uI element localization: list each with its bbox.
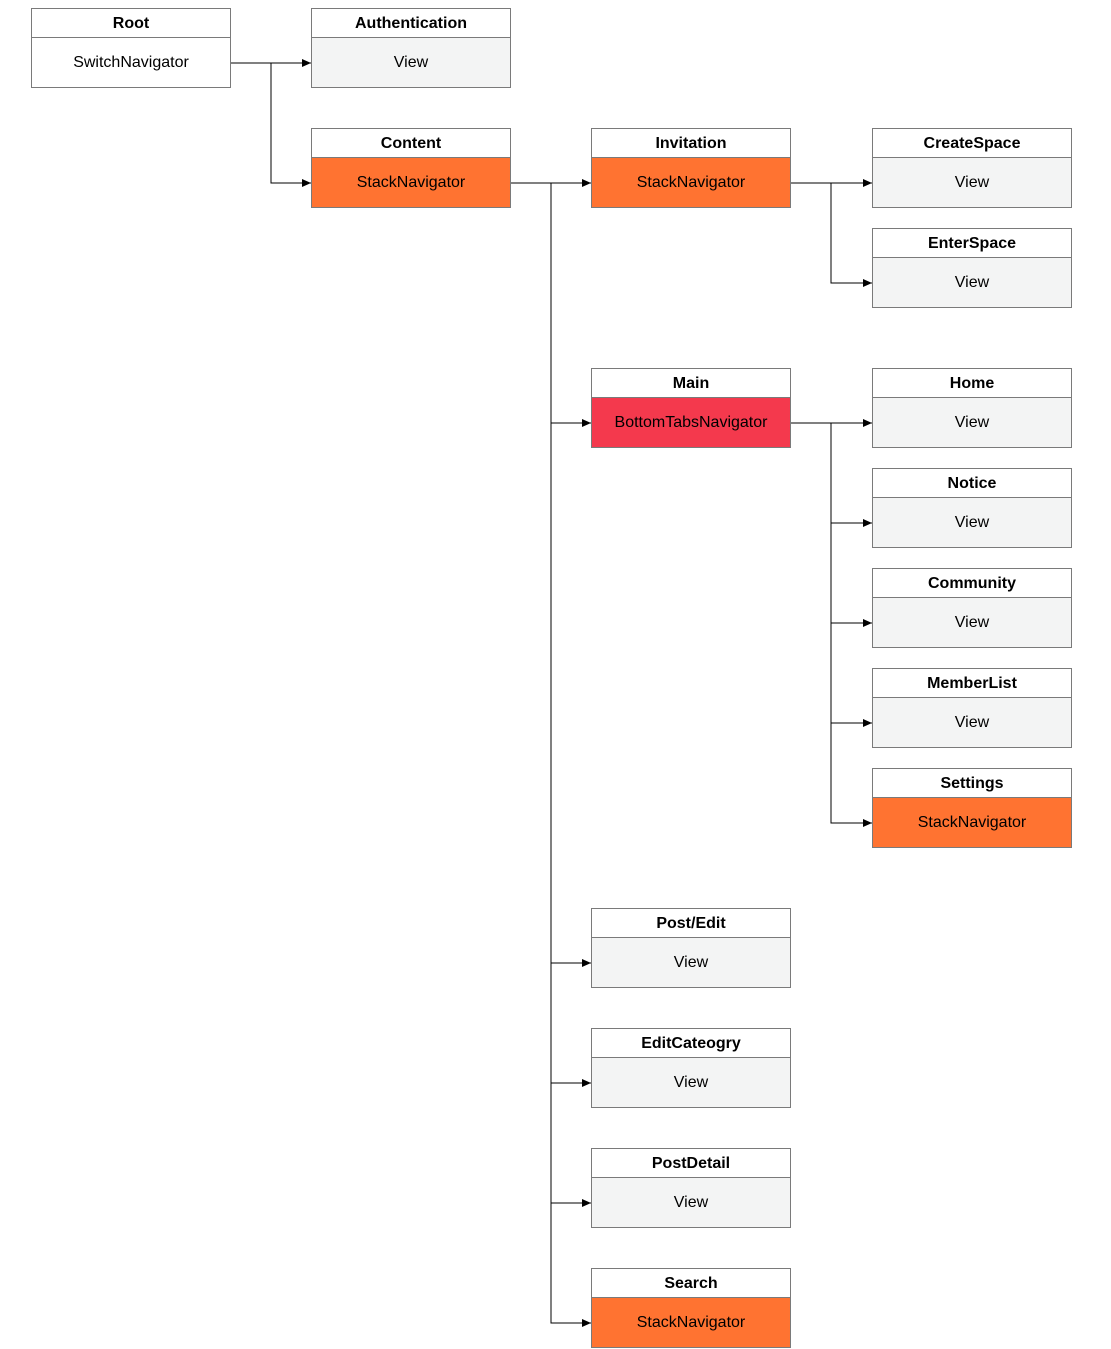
node-memberlist: MemberList View [872,668,1072,748]
node-content-title: Content [311,128,511,158]
edge-main-to-settings [791,422,872,827]
node-community: Community View [872,568,1072,648]
node-notice-type: View [872,498,1072,548]
node-createspace: CreateSpace View [872,128,1072,208]
node-community-title: Community [872,568,1072,598]
node-search-type: StackNavigator [591,1298,791,1348]
node-memberlist-title: MemberList [872,668,1072,698]
node-enterspace-type: View [872,258,1072,308]
node-content-type: StackNavigator [311,158,511,208]
node-editcategory: EditCateogry View [591,1028,791,1108]
node-home: Home View [872,368,1072,448]
node-postdetail-title: PostDetail [591,1148,791,1178]
node-authentication: Authentication View [311,8,511,88]
node-settings-type: StackNavigator [872,798,1072,848]
node-enterspace: EnterSpace View [872,228,1072,308]
node-main-title: Main [591,368,791,398]
node-postedit-type: View [591,938,791,988]
node-root-type: SwitchNavigator [31,38,231,88]
node-createspace-type: View [872,158,1072,208]
node-root: Root SwitchNavigator [31,8,231,88]
node-invitation: Invitation StackNavigator [591,128,791,208]
node-content: Content StackNavigator [311,128,511,208]
edge-content-to-search [511,182,591,1327]
node-community-type: View [872,598,1072,648]
node-authentication-type: View [311,38,511,88]
node-postedit-title: Post/Edit [591,908,791,938]
node-enterspace-title: EnterSpace [872,228,1072,258]
node-postdetail-type: View [591,1178,791,1228]
node-notice: Notice View [872,468,1072,548]
node-authentication-title: Authentication [311,8,511,38]
node-invitation-title: Invitation [591,128,791,158]
node-home-type: View [872,398,1072,448]
node-editcategory-title: EditCateogry [591,1028,791,1058]
node-settings-title: Settings [872,768,1072,798]
node-root-title: Root [31,8,231,38]
node-home-title: Home [872,368,1072,398]
node-settings: Settings StackNavigator [872,768,1072,848]
edge-invitation-to-enterspace [791,182,872,287]
node-memberlist-type: View [872,698,1072,748]
node-main-type: BottomTabsNavigator [591,398,791,448]
node-notice-title: Notice [872,468,1072,498]
node-createspace-title: CreateSpace [872,128,1072,158]
node-postdetail: PostDetail View [591,1148,791,1228]
node-invitation-type: StackNavigator [591,158,791,208]
node-editcategory-type: View [591,1058,791,1108]
node-postedit: Post/Edit View [591,908,791,988]
node-search-title: Search [591,1268,791,1298]
node-search: Search StackNavigator [591,1268,791,1348]
edge-root-to-content [231,62,311,187]
node-main: Main BottomTabsNavigator [591,368,791,448]
